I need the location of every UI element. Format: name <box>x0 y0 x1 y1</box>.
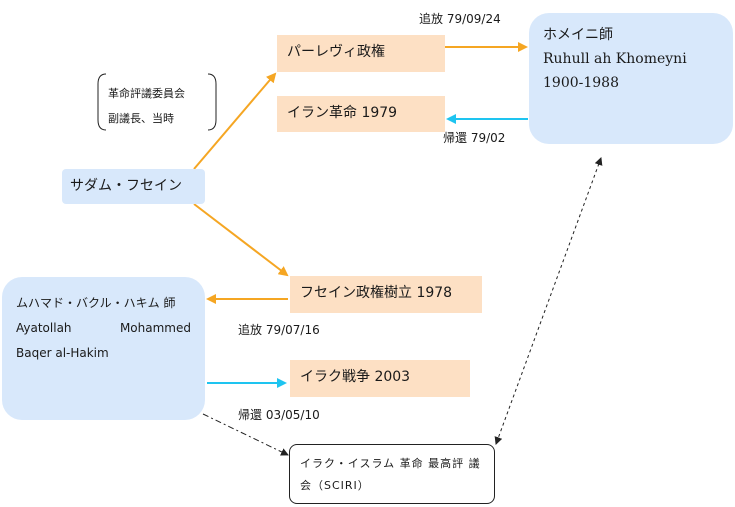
node-pahlavi-label: パーレヴィ政権 <box>287 44 385 60</box>
hakim-name-row: Ayatollah Mohammed <box>16 316 191 341</box>
label-return-hakim: 帰還 03/05/10 <box>238 408 320 422</box>
committee-note: 革命評議委員会 副議長、当時 <box>108 81 185 131</box>
hakim-title: ムハマド・バクル・ハキム 師 <box>16 296 176 310</box>
node-khomeini: ホメイニ師 Ruhull ah Khomeyni 1900-1988 <box>529 13 733 144</box>
node-sciri: イラク・イスラム 革命 最高評 議 会（SCIRI） <box>289 444 495 504</box>
node-iraq-war: イラク戦争 2003 <box>290 360 470 397</box>
bracket-left <box>97 73 107 131</box>
node-revolution-label: イラン革命 1979 <box>287 105 398 121</box>
arrow-saddam-to-hussein-regime <box>193 203 289 277</box>
arrow-saddam-to-pahlavi <box>193 72 277 170</box>
label-exile-hakim: 追放 79/07/16 <box>238 323 320 337</box>
node-hussein-regime-label: フセイン政権樹立 1978 <box>300 285 453 301</box>
dashdot-hakim-sciri <box>202 413 289 456</box>
khomeini-title: ホメイニ師 <box>543 27 613 43</box>
committee-line-2: 副議長、当時 <box>108 112 174 125</box>
label-exile-khomeini: 追放 79/09/24 <box>419 12 501 26</box>
hakim-name-part2: Mohammed <box>119 321 191 335</box>
node-pahlavi-regime: パーレヴィ政権 <box>277 35 445 72</box>
hakim-name-part1: Ayatollah <box>16 321 72 335</box>
bracket-right <box>207 73 217 131</box>
dashed-khomeini-sciri <box>494 157 603 445</box>
node-saddam-hussein: サダム・フセイン <box>62 169 205 204</box>
khomeini-name: Ruhull ah Khomeyni <box>543 51 687 67</box>
committee-line-1: 革命評議委員会 <box>108 87 185 100</box>
node-hussein-regime: フセイン政権樹立 1978 <box>290 276 482 313</box>
node-iranian-revolution: イラン革命 1979 <box>277 96 445 132</box>
sciri-line-2: 会（SCIRI） <box>300 479 370 492</box>
node-hakim: ムハマド・バクル・ハキム 師 Ayatollah Mohammed Baqer … <box>2 277 205 420</box>
khomeini-years: 1900-1988 <box>543 75 619 91</box>
label-return-khomeini: 帰還 79/02 <box>443 131 506 145</box>
node-iraq-war-label: イラク戦争 2003 <box>300 369 411 385</box>
hakim-name-line2: Baqer al-Hakim <box>16 346 109 360</box>
node-saddam-label: サダム・フセイン <box>70 178 182 194</box>
sciri-line-1: イラク・イスラム 革命 最高評 議 <box>300 457 481 470</box>
